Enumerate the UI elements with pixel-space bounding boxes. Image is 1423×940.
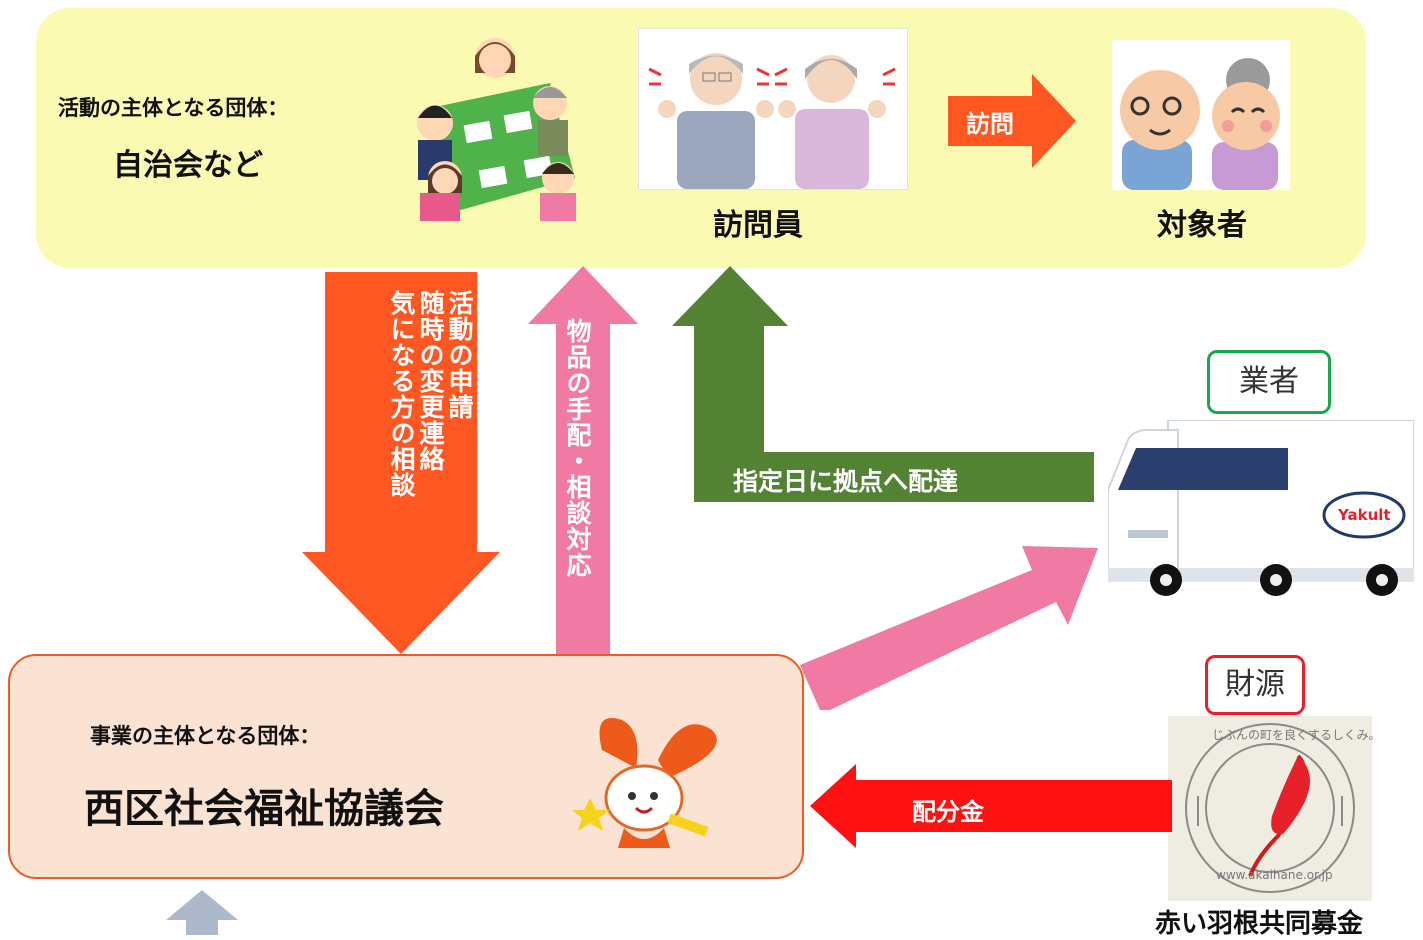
- community-group-name: 自治会など: [113, 148, 263, 183]
- application-line-2: 随時の変更連絡: [416, 290, 445, 472]
- mascot-illustration: [572, 718, 717, 848]
- visitor-label: 訪問員: [713, 208, 803, 243]
- application-line-3: 気になる方の相談: [387, 290, 416, 498]
- application-arrow-text: 活動の申請 随時の変更連絡 気になる方の相談: [334, 290, 474, 610]
- target-label: 対象者: [1157, 208, 1247, 243]
- elderly-couple-illustration: [1112, 40, 1290, 190]
- delivery-arrow: [672, 266, 1094, 502]
- male-volunteer-figure: [658, 53, 774, 189]
- application-down-arrow: [302, 272, 500, 654]
- visit-arrow: [948, 74, 1076, 168]
- community-group-label: 活動の主体となる団体：: [58, 96, 289, 120]
- distribution-arrow: [810, 764, 1172, 848]
- vendor-tag: 業者: [1207, 350, 1331, 414]
- yakult-logo: [1322, 491, 1406, 539]
- funding-tag: 財源: [1205, 655, 1305, 715]
- visitors-photo: [638, 28, 908, 190]
- seal-top-text: じぶんの町を良くするしくみ。: [1212, 728, 1381, 742]
- supply-up-arrow: [528, 266, 638, 656]
- red-feather-seal: [1168, 716, 1372, 901]
- supply-arrow-label: 物品の手配・相談対応: [563, 318, 592, 578]
- female-volunteer-figure: [778, 55, 886, 189]
- application-line-1: 活動の申請: [445, 290, 474, 420]
- yakult-logo-text: Yakult: [1338, 506, 1391, 524]
- visit-arrow-label: 訪問: [966, 110, 1014, 138]
- order-payment-arrow: [800, 546, 1098, 710]
- delivery-arrow-label: 指定日に拠点へ配達: [733, 467, 959, 496]
- distribution-arrow-label: 配分金: [912, 798, 984, 826]
- grey-up-arrow: [166, 890, 238, 935]
- meeting-illustration: [417, 38, 576, 221]
- seal-bottom-text: www.akaihane.or.jp: [1216, 868, 1333, 882]
- council-label: 事業の主体となる団体：: [90, 724, 321, 748]
- council-name: 西区社会福祉協議会: [84, 786, 444, 832]
- funding-name: 赤い羽根共同募金: [1155, 909, 1364, 939]
